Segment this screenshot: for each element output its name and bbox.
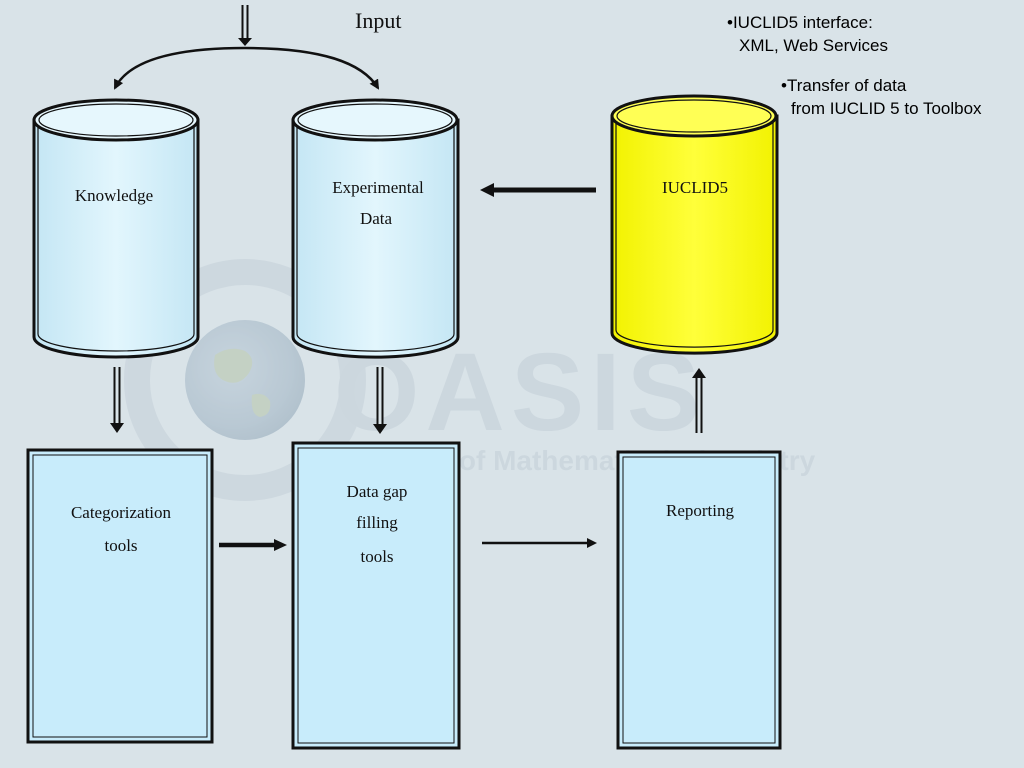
data-gap-filling-tools-box <box>291 441 461 750</box>
arrow-reporting-to-iuclid <box>692 368 706 433</box>
reporting-label: Reporting <box>666 501 734 520</box>
arrow-experimental-to-datagap <box>373 367 387 434</box>
experimental-data-cylinder <box>291 98 460 359</box>
iuclid-interface-note-line2: XML, Web Services <box>739 36 888 55</box>
categorization-label-line2: tools <box>104 536 137 555</box>
split-arrow-left <box>113 46 246 90</box>
iuclid5-cylinder <box>610 94 779 355</box>
globe-continent <box>214 348 271 417</box>
arrow-datagap-to-reporting <box>482 538 597 548</box>
iuclid-interface-note-line1: •IUCLID5 interface: <box>727 13 873 32</box>
watermark-ring <box>124 259 366 501</box>
categorization-label-line1: Categorization <box>71 503 172 522</box>
knowledge-cylinder <box>32 98 200 359</box>
arrow-categorization-to-datagap <box>219 539 287 551</box>
reporting-box <box>616 450 782 750</box>
transfer-note-line1: •Transfer of data <box>781 76 907 95</box>
input-arrow <box>238 5 252 46</box>
datagap-label-line1: Data gap <box>347 482 408 501</box>
globe-icon <box>185 320 305 440</box>
knowledge-label: Knowledge <box>75 186 153 205</box>
experimental-data-label-line1: Experimental <box>332 178 424 197</box>
transfer-note-line2: from IUCLID 5 to Toolbox <box>791 99 982 118</box>
arrow-knowledge-to-categorization <box>110 367 124 433</box>
datagap-label-line3: tools <box>360 547 393 566</box>
split-arrow-right <box>244 46 380 90</box>
experimental-data-label-line2: Data <box>360 209 393 228</box>
arrow-iuclid-to-experimental <box>480 183 596 197</box>
datagap-label-line2: filling <box>356 513 398 532</box>
categorization-tools-box <box>26 448 214 744</box>
input-label: Input <box>355 8 401 33</box>
iuclid5-label: IUCLID5 <box>662 178 728 197</box>
